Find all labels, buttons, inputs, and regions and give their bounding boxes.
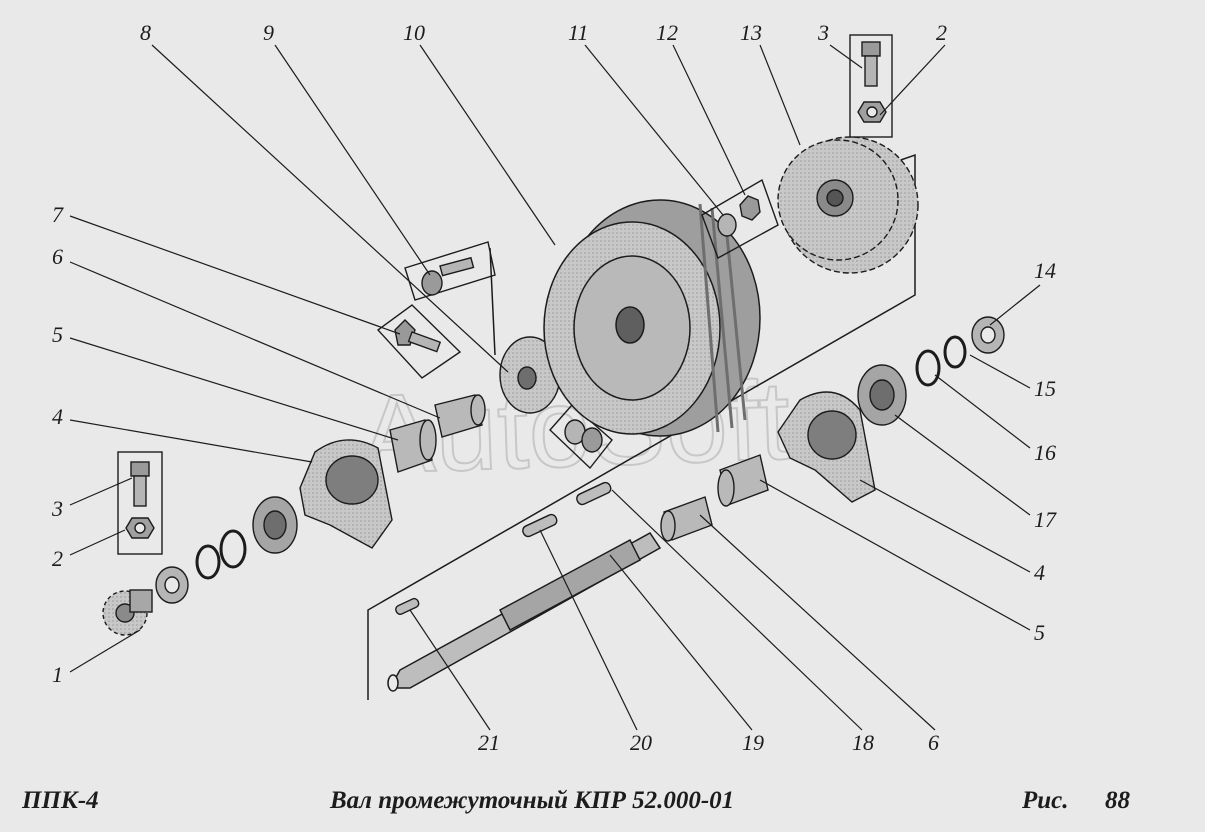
callout-3-left: 3 bbox=[51, 496, 63, 521]
keys bbox=[395, 481, 612, 615]
nut-washer-ring-right bbox=[857, 316, 1005, 426]
bearing-housing-right bbox=[777, 391, 876, 503]
bolt-9 bbox=[404, 241, 496, 301]
shaft-19 bbox=[387, 532, 662, 692]
callout-16: 16 bbox=[1034, 440, 1056, 465]
sprocket-13 bbox=[777, 136, 919, 274]
callout-5-left: 5 bbox=[52, 322, 63, 347]
callout-5-right: 5 bbox=[1034, 620, 1045, 645]
callout-18: 18 bbox=[852, 730, 874, 755]
bolt-7 bbox=[376, 304, 462, 379]
leader-lines bbox=[69, 44, 1041, 731]
callout-4-left: 4 bbox=[52, 404, 63, 429]
small-sprocket bbox=[102, 589, 153, 636]
callout-6-right: 6 bbox=[928, 730, 939, 755]
callout-2-left: 2 bbox=[52, 546, 63, 571]
callout-15: 15 bbox=[1034, 376, 1056, 401]
callout-10: 10 bbox=[403, 20, 425, 45]
callout-19: 19 bbox=[742, 730, 764, 755]
model-label: ППК-4 bbox=[22, 787, 99, 814]
callout-4-right: 4 bbox=[1034, 560, 1045, 585]
bearing-housing-left bbox=[299, 439, 393, 549]
figure-number: 88 bbox=[1105, 787, 1131, 814]
bolt-nut-right bbox=[849, 34, 893, 138]
callout-11: 11 bbox=[568, 20, 588, 45]
callout-2-right: 2 bbox=[936, 20, 947, 45]
figure-reference: Рис. 88 bbox=[1022, 787, 1130, 815]
hub-8 bbox=[499, 336, 561, 414]
callout-20: 20 bbox=[630, 730, 652, 755]
bolt-nut-left bbox=[117, 451, 163, 555]
callout-3-right: 3 bbox=[817, 20, 829, 45]
bushings-left bbox=[389, 394, 486, 473]
callout-14: 14 bbox=[1034, 258, 1056, 283]
washer-nut-11-12 bbox=[701, 178, 779, 260]
nut-washer-ring-left bbox=[155, 496, 298, 604]
callout-17: 17 bbox=[1034, 507, 1057, 532]
callout-labels: 1 2 3 4 5 6 7 8 9 10 11 12 13 3 2 14 15 … bbox=[51, 20, 1057, 755]
callout-13: 13 bbox=[740, 20, 762, 45]
washer-nut-boxed bbox=[549, 404, 613, 470]
bushings-right bbox=[660, 454, 769, 542]
callout-21: 21 bbox=[478, 730, 500, 755]
callout-9: 9 bbox=[263, 20, 274, 45]
callout-6-left: 6 bbox=[52, 244, 63, 269]
callout-1: 1 bbox=[52, 662, 63, 687]
callout-7: 7 bbox=[52, 202, 64, 227]
figure-label: Рис. bbox=[1022, 787, 1069, 814]
drawing-title: Вал промежуточный КПР 52.000-01 bbox=[330, 787, 735, 814]
callout-12: 12 bbox=[656, 20, 678, 45]
assembly-frame-lines bbox=[367, 153, 916, 700]
pulley-10 bbox=[543, 199, 761, 437]
callout-8: 8 bbox=[140, 20, 151, 45]
